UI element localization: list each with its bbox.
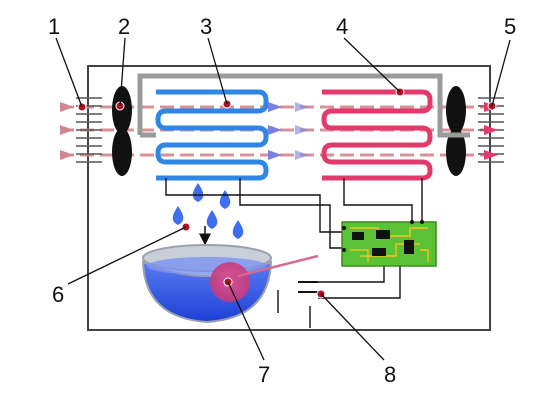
label-8: 8 (384, 362, 396, 387)
ic-chip-icon (352, 230, 414, 256)
axial-fan-icon (112, 86, 132, 176)
refrigerant-pipe (137, 73, 470, 138)
label-7: 7 (258, 362, 270, 387)
label-5: 5 (504, 14, 516, 39)
control-wires (165, 178, 423, 328)
relay-switch-icon (298, 281, 318, 293)
condenser-coil (321, 89, 433, 181)
axial-fan-icon (446, 86, 466, 176)
label-3: 3 (200, 14, 212, 39)
label-1: 1 (48, 14, 60, 39)
callout-markers (77, 87, 497, 299)
evaporator-coil (155, 89, 269, 181)
label-4: 4 (336, 14, 348, 39)
label-6: 6 (52, 282, 64, 307)
label-2: 2 (118, 14, 130, 39)
water-tank (141, 244, 273, 324)
float-lever (237, 254, 319, 278)
housing-frame (87, 65, 491, 331)
callout-leaders (55, 37, 511, 361)
control-board (341, 220, 437, 267)
